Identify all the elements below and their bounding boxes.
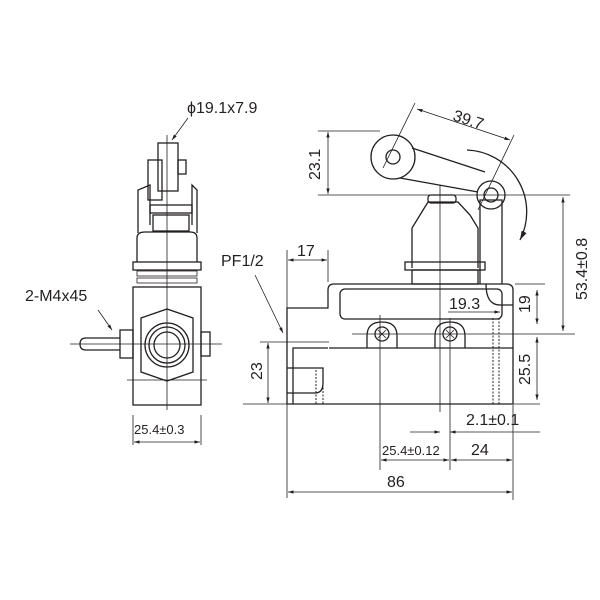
- dim-23-1: 23.1: [307, 149, 324, 180]
- dim-25-4: 25.4±0.12: [382, 443, 440, 458]
- dim-19: 19: [517, 295, 534, 313]
- dim-23: 23: [249, 362, 266, 380]
- front-view: [243, 102, 575, 500]
- side-view: [70, 117, 222, 445]
- screws-label: 2-M4x45: [25, 288, 87, 305]
- dim-53-4: 53.4±0.8: [574, 238, 591, 300]
- dim-24: 24: [471, 442, 489, 459]
- dim-86: 86: [387, 474, 405, 491]
- dim-17: 17: [297, 243, 315, 260]
- roller-size-label: ϕ19.1x7.9: [187, 100, 257, 117]
- dim-2-1: 2.1±0.1: [466, 412, 519, 429]
- left-width-label: 25.4±0.3: [134, 422, 185, 437]
- conduit-label: PF1/2: [221, 253, 264, 270]
- dim-19-3: 19.3: [449, 296, 480, 313]
- dim-25-5: 25.5: [517, 354, 534, 385]
- dim-39-7: 39.7: [451, 108, 486, 134]
